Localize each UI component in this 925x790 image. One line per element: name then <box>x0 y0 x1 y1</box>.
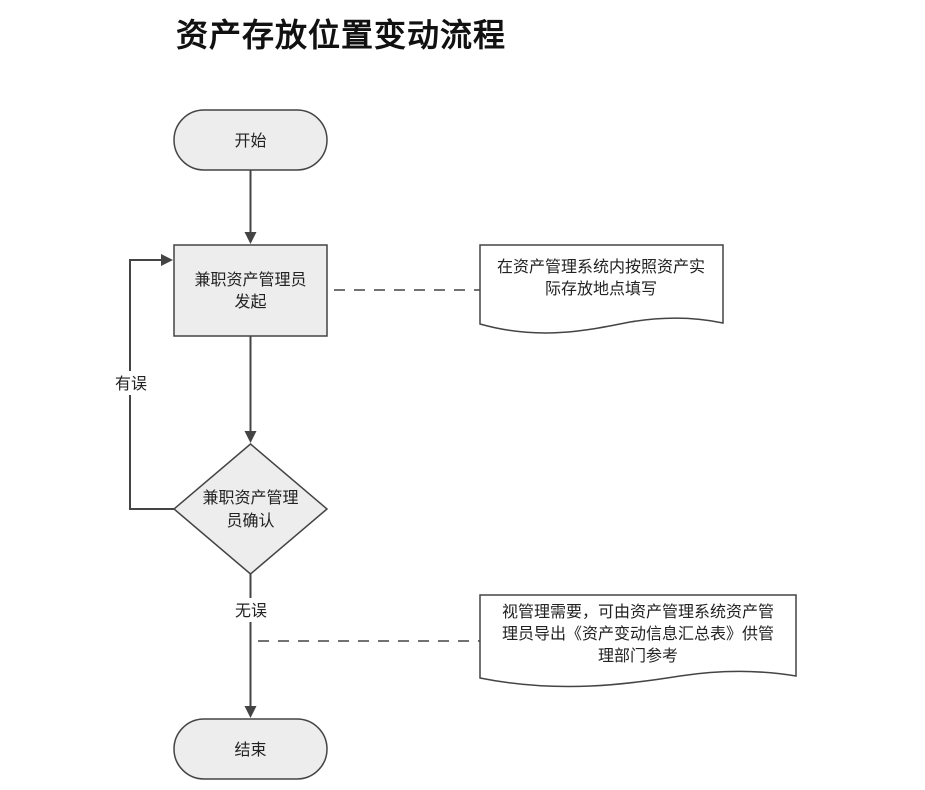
end-node: 结束 <box>173 718 328 780</box>
note1-line1: 在资产管理系统内按照资产实 <box>497 257 705 276</box>
confirm-decision: 兼职资产管理 员确认 <box>172 443 329 575</box>
ok-edge-label: 无误 <box>235 601 267 620</box>
note2-line2: 理员导出《资产变动信息汇总表》供管 <box>502 624 774 643</box>
ok-label-bg <box>229 598 273 622</box>
note1-document: 在资产管理系统内按照资产实 际存放地点填写 <box>479 244 724 334</box>
error-label-bg <box>110 371 152 395</box>
start-label: 开始 <box>234 131 266 150</box>
start-node: 开始 <box>173 109 328 171</box>
page-title: 资产存放位置变动流程 <box>176 16 507 54</box>
confirm-label-line1: 兼职资产管理 <box>202 488 298 507</box>
initiate-label-line2: 发起 <box>234 292 266 311</box>
note2-line3: 理部门参考 <box>598 646 678 665</box>
initiate-label-line1: 兼职资产管理员 <box>194 270 306 289</box>
note1-line2: 际存放地点填写 <box>545 279 657 298</box>
initiate-node: 兼职资产管理员 发起 <box>173 244 328 337</box>
note2-line1: 视管理需要，可由资产管理系统资产管 <box>502 602 774 621</box>
end-label: 结束 <box>234 740 266 759</box>
confirm-label-line2: 员确认 <box>226 511 274 530</box>
error-edge-label: 有误 <box>115 374 147 393</box>
note2-document: 视管理需要，可由资产管理系统资产管 理员导出《资产变动信息汇总表》供管 理部门参… <box>479 594 797 688</box>
